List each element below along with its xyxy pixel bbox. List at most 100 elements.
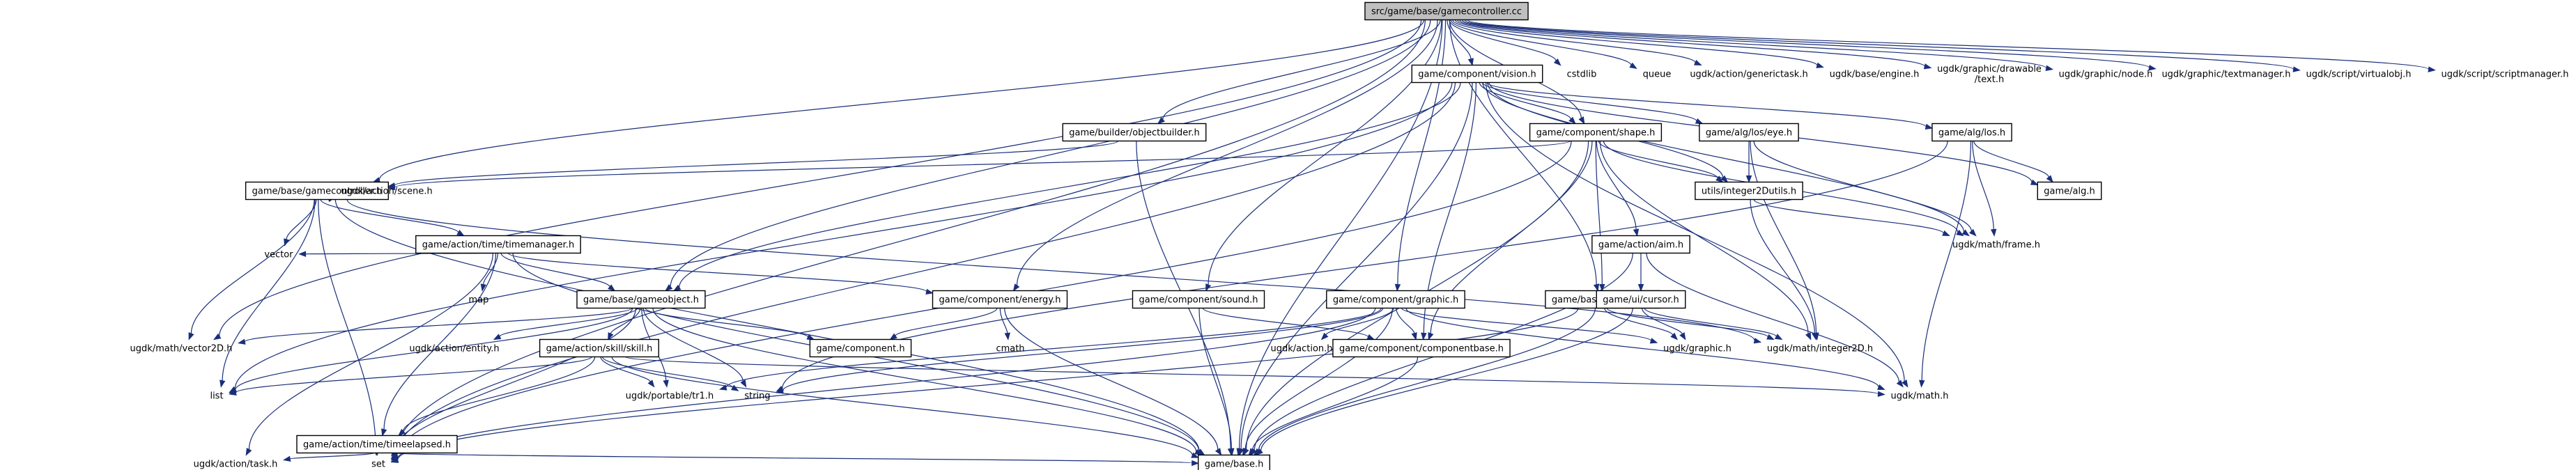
node-base_h[interactable]: game/base.h <box>1197 454 1271 470</box>
node-label: ugdk/action/scene.h <box>341 187 433 197</box>
node-label: /text.h <box>1975 75 2004 85</box>
arrowhead-icon <box>1902 379 1908 388</box>
node-cmath[interactable]: cmath <box>989 340 1031 357</box>
arrowhead-icon <box>456 230 465 237</box>
node-label: game/builder/objectbuilder.h <box>1069 128 1200 139</box>
node-sound[interactable]: game/component/sound.h <box>1132 290 1265 309</box>
node-root[interactable]: src/game/base/gamecontroller.cc <box>1364 1 1529 21</box>
arrowhead-icon <box>1961 229 1970 237</box>
arrowhead-icon <box>730 384 739 391</box>
node-shape[interactable]: game/component/shape.h <box>1529 123 1663 142</box>
node-box <box>1695 181 1803 201</box>
node-energy[interactable]: game/component/energy.h <box>932 290 1068 309</box>
node-box <box>1699 123 1799 142</box>
node-graphic_comp[interactable]: game/component/graphic.h <box>1326 290 1465 309</box>
node-eye[interactable]: game/alg/los/eye.h <box>1699 123 1799 142</box>
node-action_h[interactable]: ugdk/action.h <box>1264 340 1339 357</box>
node-cstdlib[interactable]: cstdlib <box>1561 65 1603 83</box>
node-gamecontroller_h[interactable]: game/base/gamecontroller.h <box>245 181 390 201</box>
edge-graphic_comp-to-portable_tr1 <box>725 308 1382 388</box>
arrowhead-icon <box>1633 228 1640 237</box>
node-integer2dutils[interactable]: utils/integer2Dutils.h <box>1695 181 1803 201</box>
arrowhead-icon <box>1194 448 1203 456</box>
node-label: game/alg/los/eye.h <box>1706 128 1792 139</box>
arrowhead-icon <box>2030 179 2039 186</box>
arrowhead-icon <box>1593 283 1600 292</box>
node-map[interactable]: map <box>463 291 495 308</box>
node-string[interactable]: string <box>738 387 776 405</box>
node-box <box>1332 338 1511 358</box>
arrowhead-icon <box>1877 384 1885 390</box>
node-frame[interactable]: ugdk/math/frame.h <box>1946 236 2046 253</box>
node-box <box>1062 123 1207 142</box>
arrowhead-icon <box>1428 332 1434 340</box>
arrowhead-icon <box>219 379 226 388</box>
node-alg[interactable]: game/alg.h <box>2037 181 2102 201</box>
arrowhead-icon <box>2045 65 2054 71</box>
node-cursor[interactable]: game/ui/cursor.h <box>1596 290 1686 309</box>
edge-root-to-graphic_comp <box>1397 19 1447 285</box>
edge-shape-to-integer2d <box>1599 141 1809 334</box>
node-timeelapsed[interactable]: game/action/time/timeelapsed.h <box>296 434 458 454</box>
edge-skill-to-list <box>235 356 592 393</box>
edge-los-to-frame <box>1972 141 1994 230</box>
arrowhead-icon <box>1157 117 1165 125</box>
node-scene[interactable]: ugdk/action/scene.h <box>334 182 439 200</box>
arrowhead-icon <box>398 428 406 437</box>
edge-root-to-vector2d <box>219 19 1422 336</box>
node-engine[interactable]: ugdk/base/engine.h <box>1823 65 1926 83</box>
arrowhead-icon <box>608 332 614 340</box>
arrowhead-icon <box>2046 175 2053 183</box>
edge-vision-to-los <box>1486 81 1927 127</box>
arrowhead-icon <box>381 428 387 437</box>
node-portable_tr1[interactable]: ugdk/portable/tr1.h <box>619 387 720 405</box>
node-ugdk_math[interactable]: ugdk/math.h <box>1885 387 1955 405</box>
node-scriptmanager[interactable]: ugdk/script/scriptmanager.h <box>2435 65 2575 83</box>
node-gameobject[interactable]: game/base/gameobject.h <box>576 290 706 309</box>
node-entity[interactable]: ugdk/action/entity.h <box>403 340 505 357</box>
node-generictask[interactable]: ugdk/action/generictask.h <box>1683 65 1814 83</box>
node-list[interactable]: list <box>203 387 229 405</box>
node-textmanager[interactable]: ugdk/graphic/textmanager.h <box>2155 65 2297 83</box>
arrowhead-icon <box>1753 338 1762 344</box>
node-ugdk_graphic[interactable]: ugdk/graphic.h <box>1657 340 1738 357</box>
node-virtualobj[interactable]: ugdk/script/virtualobj.h <box>2299 65 2417 83</box>
edge-cursor-to-base_h <box>1260 308 1633 451</box>
arrowhead-icon <box>1255 448 1263 456</box>
arrowhead-icon <box>1942 230 1950 237</box>
node-skill[interactable]: game/action/skill/skill.h <box>539 338 660 358</box>
node-label: game/component/shape.h <box>1536 128 1656 139</box>
node-set[interactable]: set <box>365 455 392 470</box>
node-vector[interactable]: vector <box>258 246 299 263</box>
node-box <box>809 338 912 358</box>
arrowhead-icon <box>1745 175 1752 183</box>
node-aim[interactable]: game/action/aim.h <box>1591 235 1690 254</box>
edge-root-to-node <box>1459 19 2047 69</box>
edge-graphic_comp-to-ugdk_graphic <box>1401 307 1652 341</box>
node-drawable_text[interactable]: ugdk/graphic/drawable/text.h <box>1931 60 2048 88</box>
node-label: src/game/base/gamecontroller.cc <box>1371 7 1522 17</box>
edge-timemanager-to-task <box>248 253 494 450</box>
node-node[interactable]: ugdk/graphic/node.h <box>2053 65 2159 83</box>
node-task[interactable]: ugdk/action/task.h <box>187 455 284 470</box>
edge-root-to-scriptmanager <box>1467 19 2430 70</box>
node-label: vector <box>264 250 293 260</box>
arrowhead-icon <box>1421 332 1427 340</box>
node-timemanager[interactable]: game/action/time/timemanager.h <box>415 235 581 254</box>
node-componentbase[interactable]: game/component/componentbase.h <box>1332 338 1511 358</box>
arrowhead-icon <box>1715 175 1724 183</box>
node-box <box>1132 290 1265 309</box>
node-vector2d[interactable]: ugdk/math/vector2D.h <box>124 340 239 357</box>
node-label: string <box>744 391 770 402</box>
node-component_h[interactable]: game/component.h <box>809 338 912 358</box>
node-label: ugdk/math/integer2D.h <box>1767 344 1873 354</box>
node-objectbuilder[interactable]: game/builder/objectbuilder.h <box>1062 123 1207 142</box>
node-vision[interactable]: game/component/vision.h <box>1411 64 1543 84</box>
arrowhead-icon <box>480 283 486 292</box>
edge-vision-to-gameobject <box>679 82 1461 288</box>
node-los[interactable]: game/alg/los.h <box>1931 123 2012 142</box>
node-queue[interactable]: queue <box>1637 65 1678 83</box>
node-integer2d[interactable]: ugdk/math/integer2D.h <box>1761 340 1879 357</box>
edge-skill-to-timeelapsed <box>403 357 596 432</box>
edge-los-to-ugdk_math <box>1921 141 1972 381</box>
